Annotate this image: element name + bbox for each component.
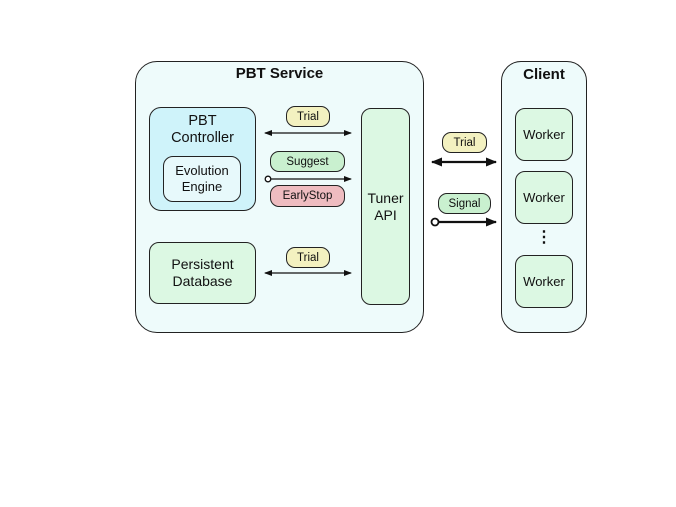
persistent-database-line2: Database xyxy=(172,273,233,289)
pbt-controller-line1: PBT xyxy=(188,113,217,129)
worker-ellipsis: ⋮ xyxy=(536,229,552,246)
evolution-engine-line1: Evolution xyxy=(175,163,229,178)
suggest-pill: Suggest xyxy=(270,151,345,172)
pbt-service-title: PBT Service xyxy=(235,65,324,82)
worker-label: Worker xyxy=(523,127,565,142)
worker-label: Worker xyxy=(523,190,565,205)
worker-box-1: Worker xyxy=(515,108,573,161)
client-title: Client xyxy=(523,66,565,83)
trial-pill-database: Trial xyxy=(286,247,330,268)
persistent-database-box: Persistent Database xyxy=(149,242,256,304)
suggest-arrow-origin xyxy=(264,175,272,183)
worker-label: Worker xyxy=(523,274,565,289)
evolution-engine-line2: Engine xyxy=(181,179,223,194)
worker-box-2: Worker xyxy=(515,171,573,224)
signal-pill: Signal xyxy=(438,193,491,214)
trial-pill-controller: Trial xyxy=(286,106,330,127)
earlystop-pill: EarlyStop xyxy=(270,185,345,207)
evolution-engine-box: Evolution Engine xyxy=(163,156,241,202)
trial-pill-link: Trial xyxy=(442,132,487,153)
pbt-controller-label: PBT Controller xyxy=(149,113,256,147)
signal-arrow-origin xyxy=(430,217,440,227)
tuner-api-line2: API xyxy=(374,206,397,223)
tuner-api-line1: Tuner xyxy=(367,189,404,206)
pbt-controller-line2: Controller xyxy=(171,130,234,146)
worker-box-3: Worker xyxy=(515,255,573,308)
persistent-database-line1: Persistent xyxy=(171,256,234,272)
tuner-api-box: Tuner API xyxy=(361,108,410,305)
